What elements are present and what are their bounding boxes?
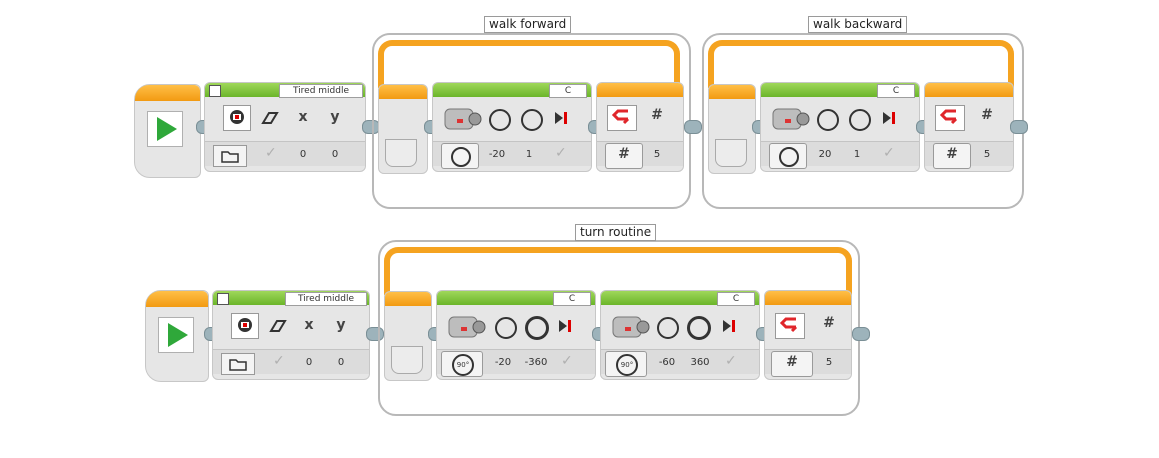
y-label: y — [336, 317, 346, 333]
motor-mode-button[interactable] — [441, 143, 479, 169]
connector — [1010, 120, 1028, 134]
degrees-icon — [687, 316, 711, 340]
x-label: x — [298, 109, 308, 125]
loop-count-icon — [935, 105, 965, 131]
power-icon — [817, 109, 839, 131]
count-mode-button[interactable]: # — [771, 351, 813, 377]
loop-arrow — [384, 247, 852, 295]
display-mode-icon[interactable] — [231, 313, 259, 339]
display-icon — [209, 85, 221, 97]
check-icon: ✓ — [555, 145, 567, 161]
loop-start — [378, 84, 428, 174]
brake-icon — [557, 318, 573, 334]
check-icon: ✓ — [273, 353, 285, 369]
loop-count-icon — [607, 105, 637, 131]
motor-power[interactable]: -20 — [494, 357, 512, 368]
connector — [852, 327, 870, 341]
power-icon — [495, 317, 517, 339]
motor-degrees[interactable]: -360 — [524, 357, 548, 368]
start-block[interactable] — [134, 84, 201, 178]
display-file-label[interactable]: Tired middle — [279, 84, 363, 98]
loop-start — [708, 84, 756, 174]
loop-title[interactable]: walk backward — [808, 16, 908, 33]
large-motor-icon — [443, 103, 483, 135]
play-icon[interactable] — [158, 317, 194, 353]
large-motor-icon — [447, 311, 487, 343]
brake-icon — [721, 318, 737, 334]
motor-mode-button[interactable] — [769, 143, 807, 169]
motor-port[interactable]: C — [549, 84, 587, 98]
motor-port[interactable]: C — [717, 292, 755, 306]
loop-end-block[interactable]: # # 5 — [596, 82, 684, 172]
degrees-icon — [525, 316, 549, 340]
play-icon[interactable] — [147, 111, 183, 147]
motor-block[interactable]: C -20 1 ✓ — [432, 82, 592, 172]
motor-port[interactable]: C — [877, 84, 915, 98]
power-icon — [489, 109, 511, 131]
count-symbol: # — [651, 107, 663, 123]
motor-degrees[interactable]: 360 — [690, 357, 710, 368]
eraser-icon — [261, 110, 279, 124]
x-label: x — [304, 317, 314, 333]
display-block[interactable]: Tired middle x y ✓ 0 0 — [204, 82, 366, 172]
eraser-icon — [269, 318, 287, 332]
loop-arrow — [378, 40, 680, 88]
loop-start — [384, 291, 432, 381]
x-value[interactable]: 0 — [299, 149, 307, 160]
count-mode-button[interactable]: # — [933, 143, 971, 169]
motor-power[interactable]: -20 — [488, 149, 506, 160]
motor-block[interactable]: C 90° -60 360 ✓ — [600, 290, 760, 380]
rotations-icon — [521, 109, 543, 131]
start-block[interactable] — [145, 290, 209, 382]
x-value[interactable]: 0 — [305, 357, 313, 368]
connector — [684, 120, 702, 134]
y-value[interactable]: 0 — [337, 357, 345, 368]
motor-power[interactable]: 20 — [818, 149, 832, 160]
count-mode-button[interactable]: # — [605, 143, 643, 169]
motor-mode-button[interactable]: 90° — [441, 351, 483, 377]
brake-icon — [553, 110, 569, 126]
count-symbol: # — [823, 315, 835, 331]
y-value[interactable]: 0 — [331, 149, 339, 160]
mode-label: 90° — [616, 354, 638, 376]
large-motor-icon — [611, 311, 651, 343]
loop-title[interactable]: walk forward — [484, 16, 572, 33]
count-value[interactable]: 5 — [653, 149, 661, 160]
check-icon: ✓ — [561, 353, 573, 369]
loop-end-block[interactable]: # # 5 — [764, 290, 852, 380]
folder-icon[interactable] — [221, 353, 255, 375]
brake-icon — [881, 110, 897, 126]
mode-label: 90° — [452, 354, 474, 376]
motor-rotations[interactable]: 1 — [525, 149, 533, 160]
power-icon — [657, 317, 679, 339]
loop-end-block[interactable]: # # 5 — [924, 82, 1014, 172]
loop-title[interactable]: turn routine — [575, 224, 657, 241]
large-motor-icon — [771, 103, 811, 135]
motor-port[interactable]: C — [553, 292, 591, 306]
check-icon: ✓ — [265, 145, 277, 161]
check-icon: ✓ — [883, 145, 895, 161]
motor-block[interactable]: C 90° -20 -360 ✓ — [436, 290, 596, 380]
loop-count-icon — [775, 313, 805, 339]
display-file-label[interactable]: Tired middle — [285, 292, 367, 306]
display-icon — [217, 293, 229, 305]
y-label: y — [330, 109, 340, 125]
display-block[interactable]: Tired middle x y ✓ 0 0 — [212, 290, 370, 380]
motor-mode-button[interactable]: 90° — [605, 351, 647, 377]
motor-block[interactable]: C 20 1 ✓ — [760, 82, 920, 172]
folder-icon[interactable] — [213, 145, 247, 167]
count-value[interactable]: 5 — [825, 357, 833, 368]
check-icon: ✓ — [725, 353, 737, 369]
motor-power[interactable]: -60 — [658, 357, 676, 368]
loop-arrow — [708, 40, 1014, 88]
display-mode-icon[interactable] — [223, 105, 251, 131]
count-symbol: # — [981, 107, 993, 123]
motor-rotations[interactable]: 1 — [853, 149, 861, 160]
count-value[interactable]: 5 — [983, 149, 991, 160]
rotations-icon — [849, 109, 871, 131]
